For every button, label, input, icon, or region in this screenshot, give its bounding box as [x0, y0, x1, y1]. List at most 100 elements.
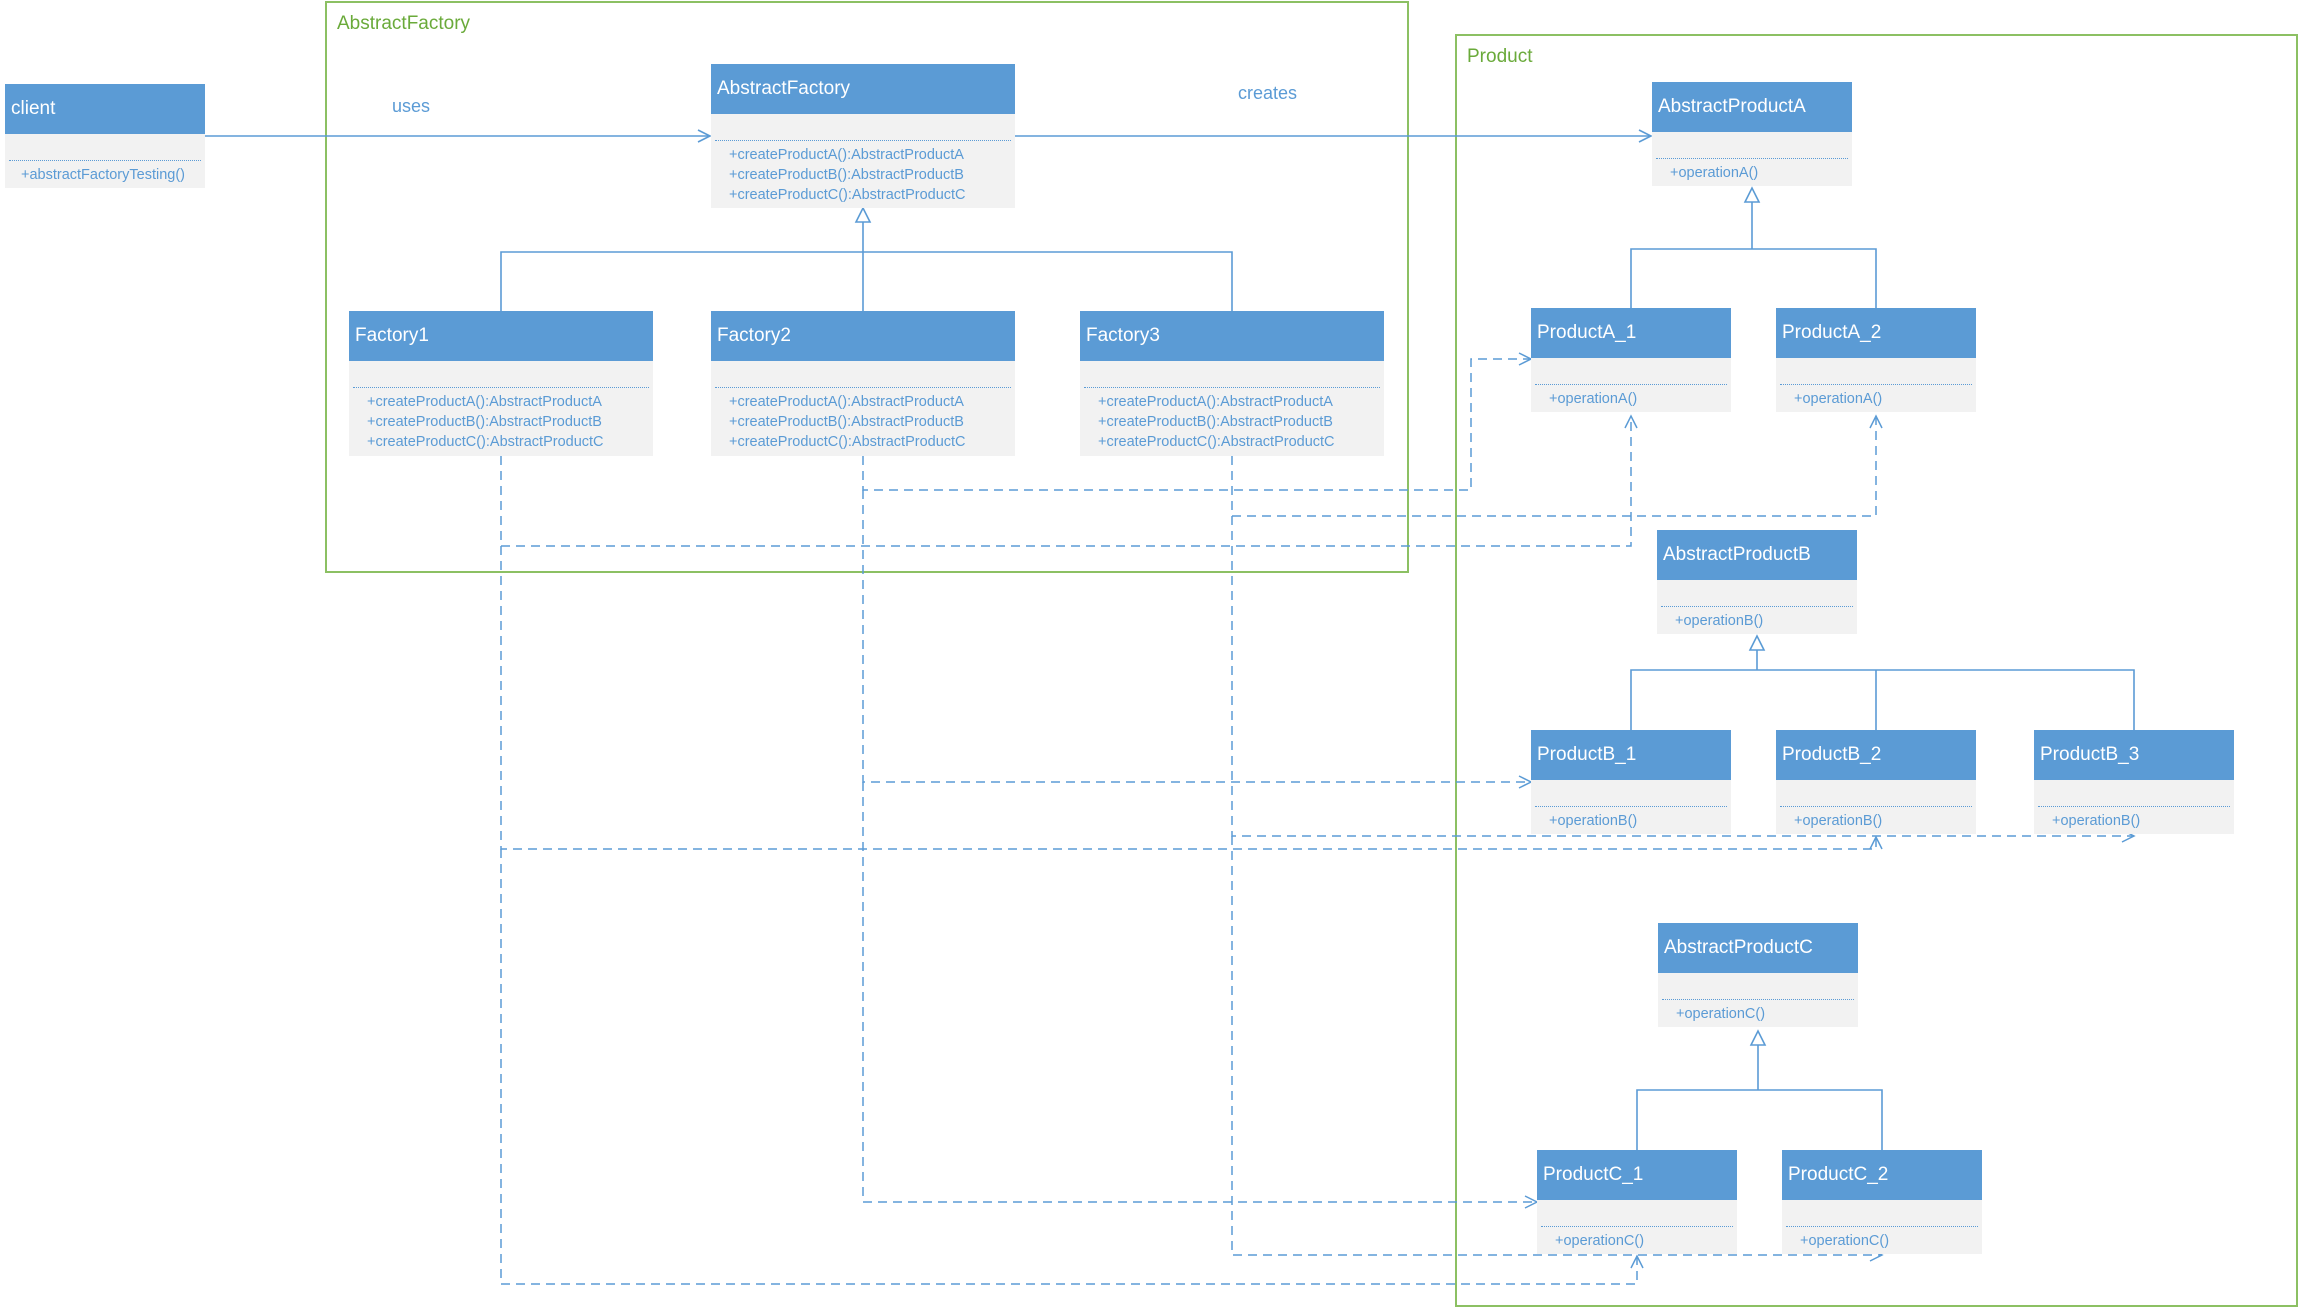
attributes-compartment: [1780, 780, 1972, 807]
group-title: AbstractFactory: [337, 13, 471, 34]
class-product-c2[interactable]: ProductC_2 +operationC(): [1782, 1150, 1982, 1254]
group-abstract-factory: AbstractFactory: [325, 1, 1409, 573]
class-factory3[interactable]: Factory3 +createProductA():AbstractProdu…: [1080, 311, 1384, 456]
class-name: Factory1: [349, 311, 653, 361]
class-product-a1[interactable]: ProductA_1 +operationA(): [1531, 308, 1731, 412]
attributes-compartment: [1661, 580, 1853, 607]
factory3-creates-c2: [1231, 836, 1882, 1256]
attributes-compartment: [9, 134, 201, 161]
operation: +operationB(): [2052, 813, 2141, 829]
class-abstract-product-c[interactable]: AbstractProductC +operationC(): [1658, 923, 1858, 1027]
class-product-a2[interactable]: ProductA_2 +operationA(): [1776, 308, 1976, 412]
uses-label: uses: [392, 96, 431, 116]
operation: +operationC(): [1555, 1233, 1645, 1249]
operation: +createProductB():AbstractProductB: [729, 167, 964, 183]
operations-compartment: +createProductA():AbstractProductA +crea…: [1080, 388, 1384, 458]
product-b-inheritance: [1630, 648, 2135, 730]
attributes-compartment: [1535, 358, 1727, 385]
operations-compartment: +abstractFactoryTesting(): [5, 161, 205, 191]
class-name: AbstractProductB: [1657, 530, 1857, 580]
class-product-b3[interactable]: ProductB_3 +operationB(): [2034, 730, 2234, 834]
class-client[interactable]: client +abstractFactoryTesting(): [5, 84, 205, 188]
factory2-creates-a1: [862, 358, 1531, 491]
class-name: ProductA_2: [1776, 308, 1976, 358]
operation: +createProductA():AbstractProductA: [1098, 394, 1333, 410]
operation: +createProductA():AbstractProductA: [729, 394, 964, 410]
factory2-creates-b1: [862, 490, 1531, 783]
class-factory2[interactable]: Factory2 +createProductA():AbstractProdu…: [711, 311, 1015, 456]
operation: +operationC(): [1676, 1006, 1766, 1022]
class-abstract-factory[interactable]: AbstractFactory +createProductA():Abstra…: [711, 64, 1015, 208]
class-name: ProductC_1: [1537, 1150, 1737, 1200]
attributes-compartment: [1084, 361, 1380, 388]
operations-compartment: +operationA(): [1531, 385, 1731, 415]
product-c-inheritance-triangle: [1749, 1029, 1767, 1046]
group-product: Product: [1455, 34, 2298, 1307]
product-a-inheritance-triangle: [1743, 186, 1761, 203]
attributes-compartment: [1535, 780, 1727, 807]
operations-compartment: +operationB(): [2034, 807, 2234, 837]
operation: +operationA(): [1670, 165, 1759, 181]
attributes-compartment: [715, 114, 1011, 141]
group-title: Product: [1467, 46, 1533, 67]
class-factory1[interactable]: Factory1 +createProductA():AbstractProdu…: [349, 311, 653, 456]
operation: +createProductC():AbstractProductC: [367, 434, 604, 450]
operation: +createProductB():AbstractProductB: [367, 414, 602, 430]
class-name: AbstractProductA: [1652, 82, 1852, 132]
class-product-b1[interactable]: ProductB_1 +operationB(): [1531, 730, 1731, 834]
operation: +operationB(): [1549, 813, 1638, 829]
attributes-compartment: [1786, 1200, 1978, 1227]
creates-label: creates: [1238, 83, 1298, 103]
open-arrowhead: [1869, 835, 1883, 850]
open-arrowhead: [1869, 414, 1883, 429]
factory3-creates-a2: [1231, 418, 1877, 517]
operations-compartment: +operationC(): [1782, 1227, 1982, 1257]
operations-compartment: +operationB(): [1657, 607, 1857, 637]
operation: +operationC(): [1800, 1233, 1890, 1249]
operation: +operationA(): [1549, 391, 1638, 407]
open-arrowhead: [1630, 1254, 1644, 1269]
class-name: client: [5, 84, 205, 134]
product-c-inheritance: [1636, 1043, 1883, 1150]
creates-arrowhead: [1638, 129, 1653, 143]
attributes-compartment: [1662, 973, 1854, 1000]
class-name: ProductB_2: [1776, 730, 1976, 780]
product-a-inheritance: [1630, 200, 1877, 308]
class-name: ProductB_3: [2034, 730, 2234, 780]
operation: +operationB(): [1675, 613, 1764, 629]
class-product-b2[interactable]: ProductB_2 +operationB(): [1776, 730, 1976, 834]
open-arrowhead: [1624, 414, 1638, 429]
operations-compartment: +operationA(): [1776, 385, 1976, 415]
uses-arrowhead: [697, 129, 712, 143]
operation: +createProductC():AbstractProductC: [729, 434, 966, 450]
operations-compartment: +createProductA():AbstractProductA +crea…: [349, 388, 653, 458]
class-name: AbstractProductC: [1658, 923, 1858, 973]
attributes-compartment: [2038, 780, 2230, 807]
attributes-compartment: [1541, 1200, 1733, 1227]
class-abstract-product-a[interactable]: AbstractProductA +operationA(): [1652, 82, 1852, 186]
operation: +operationB(): [1794, 813, 1883, 829]
operation: +createProductC():AbstractProductC: [1098, 434, 1335, 450]
class-name: Factory3: [1080, 311, 1384, 361]
attributes-compartment: [715, 361, 1011, 388]
operation: +operationA(): [1794, 391, 1883, 407]
class-name: ProductB_1: [1531, 730, 1731, 780]
factory1-creates-b2: [500, 546, 1877, 850]
class-name: ProductA_1: [1531, 308, 1731, 358]
operations-compartment: +operationB(): [1531, 807, 1731, 837]
operations-compartment: +createProductA():AbstractProductA +crea…: [711, 388, 1015, 458]
class-product-c1[interactable]: ProductC_1 +operationC(): [1537, 1150, 1737, 1254]
class-name: ProductC_2: [1782, 1150, 1982, 1200]
class-name: AbstractFactory: [711, 64, 1015, 114]
factory-inheritance: [500, 218, 1233, 311]
class-abstract-product-b[interactable]: AbstractProductB +operationB(): [1657, 530, 1857, 634]
attributes-compartment: [353, 361, 649, 388]
attributes-compartment: [1656, 132, 1848, 159]
operations-compartment: +operationB(): [1776, 807, 1976, 837]
class-name: Factory2: [711, 311, 1015, 361]
product-b-inheritance-triangle: [1748, 634, 1766, 651]
operations-compartment: +operationA(): [1652, 159, 1852, 189]
operation: +abstractFactoryTesting(): [21, 167, 185, 183]
